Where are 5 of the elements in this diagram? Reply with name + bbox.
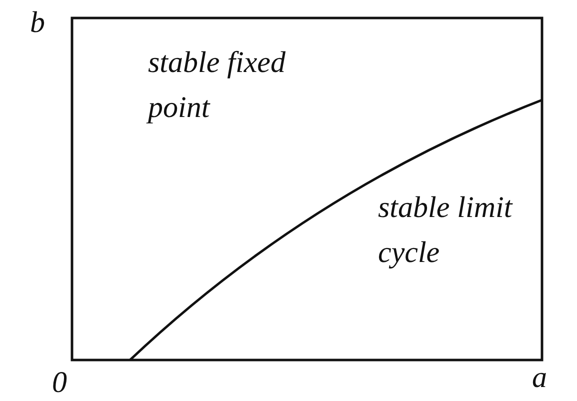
axis-label: 0 xyxy=(52,365,68,401)
axis-label: b xyxy=(30,5,46,41)
region-label: stable fixed point xyxy=(148,45,286,126)
axis-label: a xyxy=(532,360,548,396)
region-label: stable limit cycle xyxy=(378,190,514,271)
